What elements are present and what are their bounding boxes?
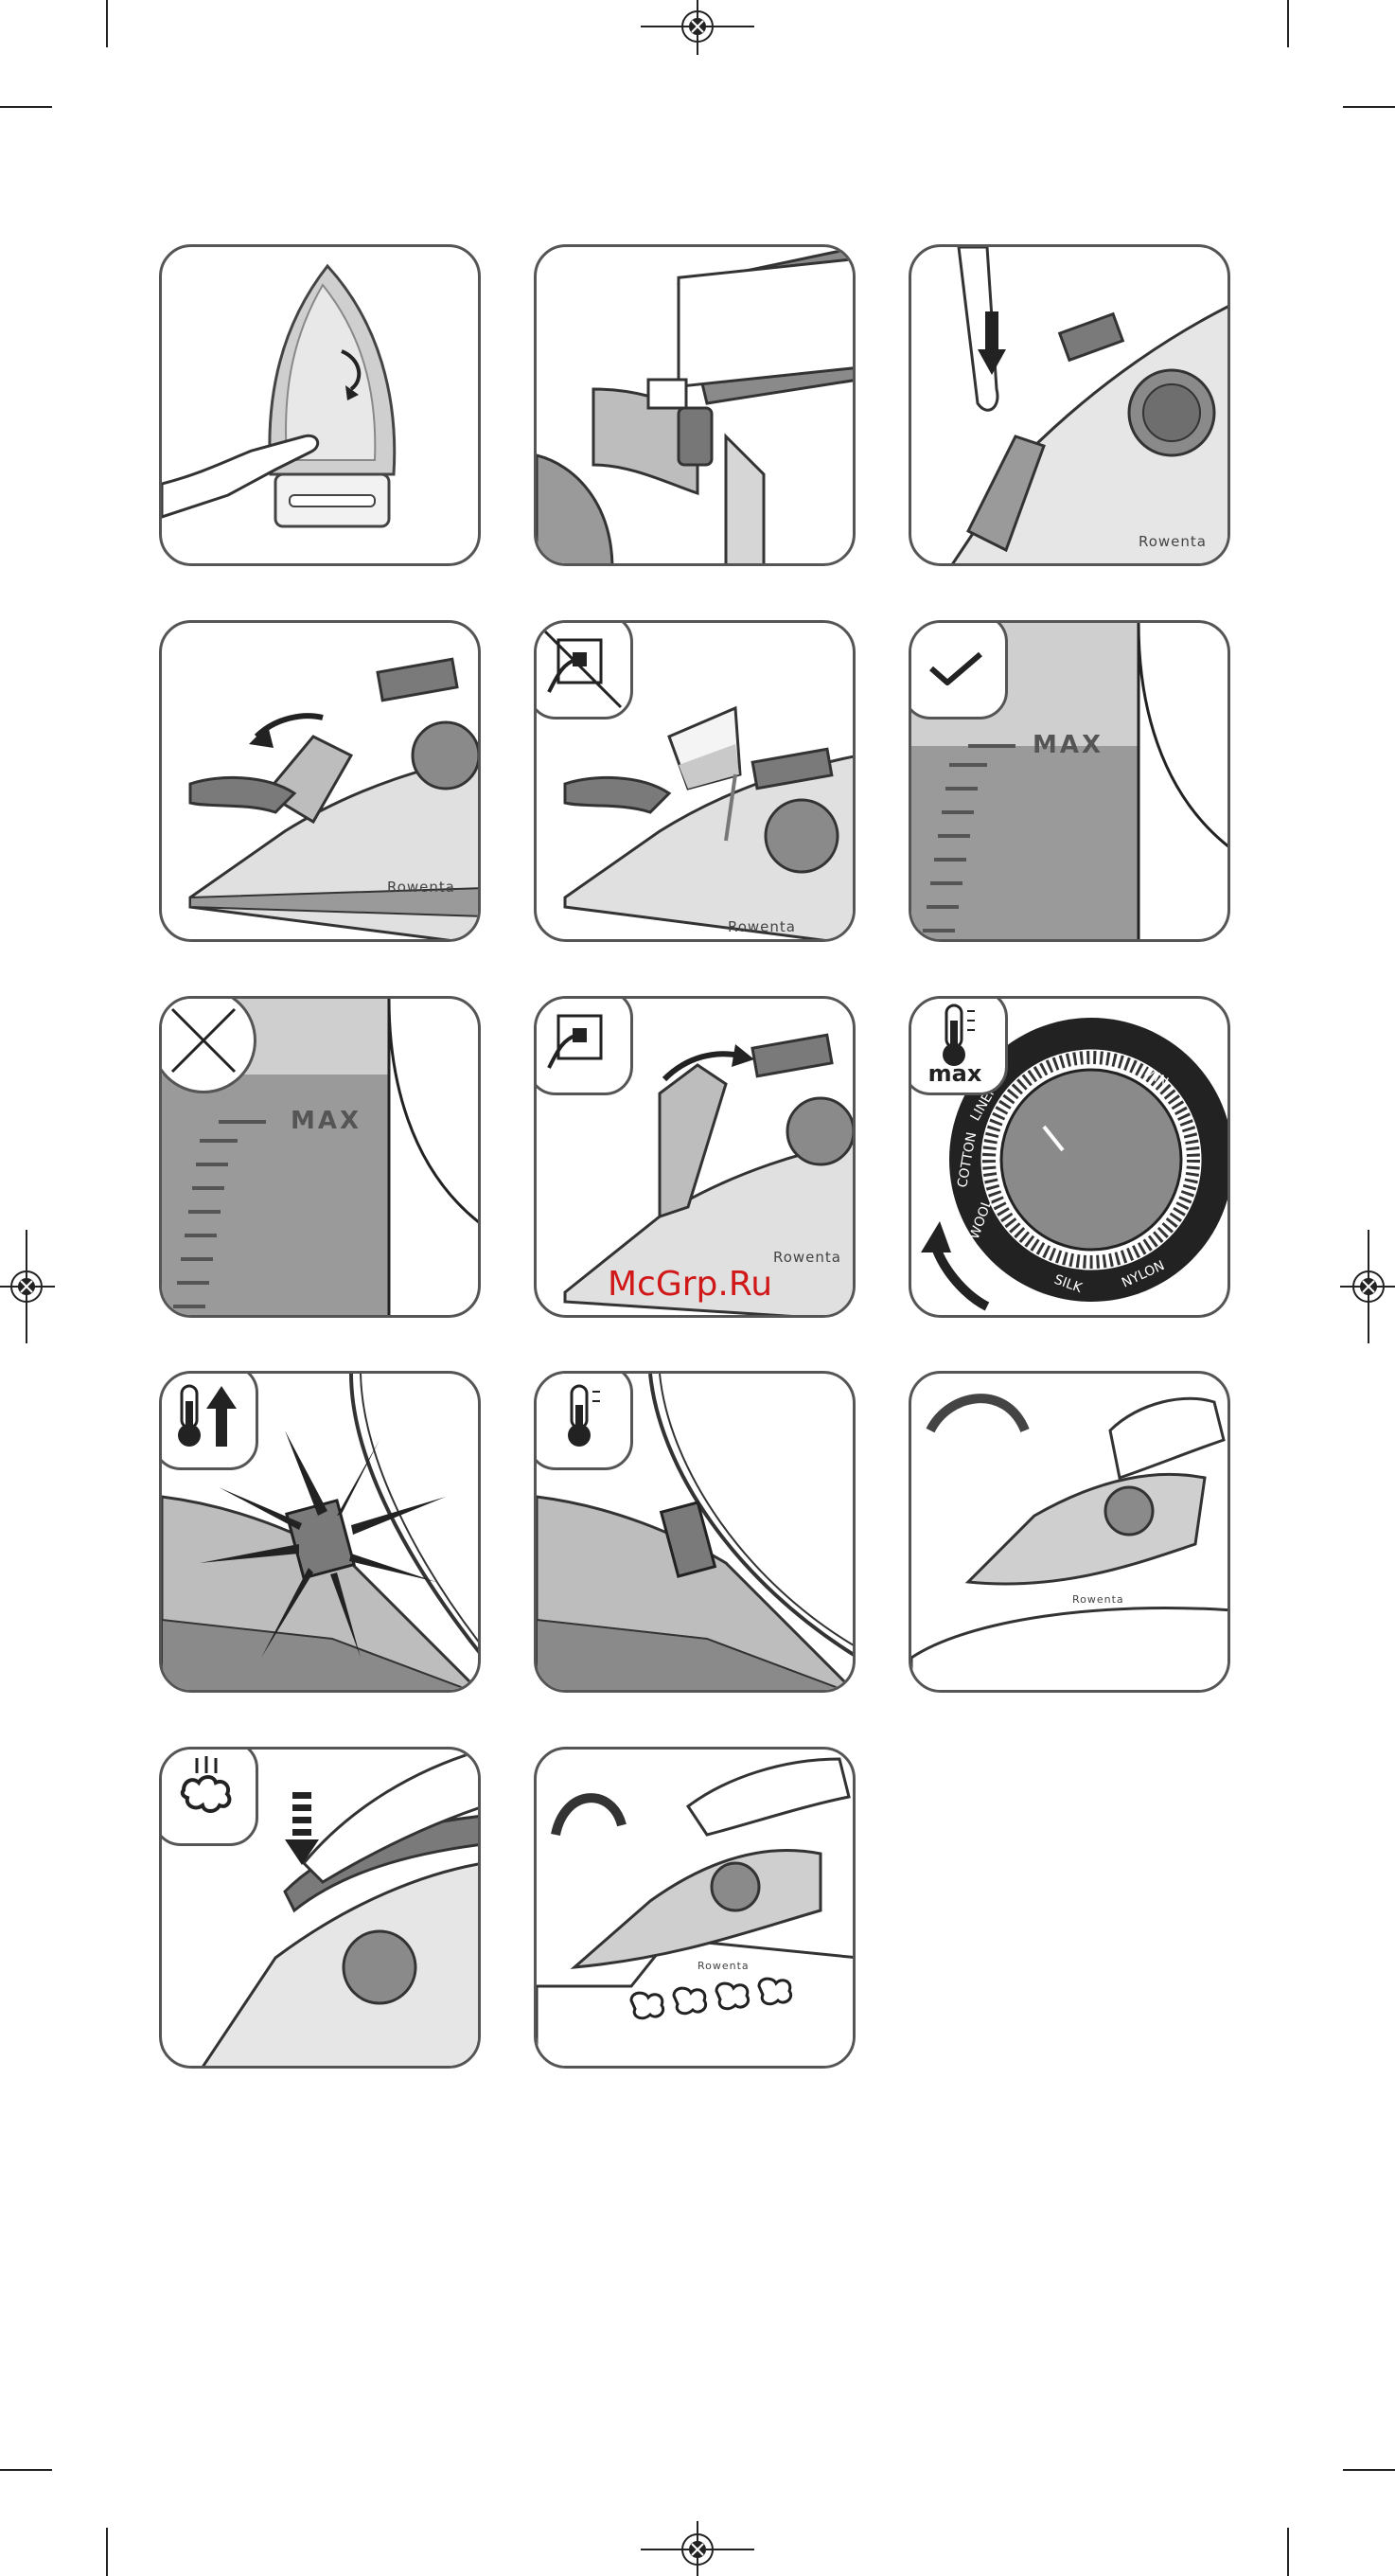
registration-mark-bottom: [641, 2519, 754, 2576]
step-panel-11-light-off: [534, 1371, 856, 1693]
step-panel-2-control-panel: [534, 244, 856, 566]
brand-label: Rowenta: [387, 879, 455, 896]
unplugged-badge: [534, 620, 633, 720]
plug-icon: [534, 996, 630, 1093]
iron-steam-output-illustration: [537, 1750, 856, 2069]
step-panel-12-ironing: Rowenta: [909, 1371, 1230, 1693]
step-panel-1-remove-label: [159, 244, 481, 566]
step-panel-3-press-filler-cap: Rowenta: [909, 244, 1230, 566]
heating-badge: [159, 1371, 258, 1470]
checkmark-icon: [909, 620, 1005, 717]
crop-mark: [1343, 106, 1395, 108]
crop-mark: [0, 106, 52, 108]
registration-mark-right: [1338, 1230, 1395, 1343]
iron-filling-cap-illustration: [911, 247, 1230, 566]
thermometer-icon: [534, 1371, 630, 1467]
max-level-label: MAX: [1033, 731, 1104, 759]
max-temp-label: max: [909, 1060, 1005, 1087]
crop-mark: [106, 2528, 108, 2576]
step-panel-10-light-on: [159, 1371, 481, 1693]
registration-mark-left: [0, 1230, 57, 1343]
step-panel-14-steam-output: Rowenta: [534, 1747, 856, 2069]
max-level-label: MAX: [291, 1107, 362, 1135]
step-panel-4-open-cap: Rowenta: [159, 620, 481, 942]
iron-control-panel-illustration: [537, 247, 856, 566]
crop-mark: [106, 0, 108, 47]
check-badge: [909, 620, 1008, 720]
max-temp-badge: max: [909, 996, 1008, 1095]
cross-badge: [159, 996, 256, 1093]
plugged-badge: [534, 996, 633, 1095]
brand-label: Rowenta: [728, 918, 796, 935]
step-panel-5-fill-unplugged: Rowenta: [534, 620, 856, 942]
steam-badge: [159, 1747, 258, 1846]
thermometer-up-icon: [159, 1371, 256, 1467]
step-panel-7-overfill-wrong: MAX: [159, 996, 481, 1318]
crop-mark: [0, 2469, 52, 2471]
registration-mark-top: [641, 0, 754, 57]
cross-icon: [159, 996, 254, 1091]
ready-badge: [534, 1371, 633, 1470]
step-panel-6-correct-max-level: MAX: [909, 620, 1230, 942]
iron-on-board-illustration: [911, 1374, 1230, 1693]
iron-soleplate-illustration: [162, 247, 481, 566]
step-panel-13-steam-trigger: [159, 1747, 481, 2069]
plug-crossed-icon: [534, 620, 630, 717]
crop-mark: [1287, 2528, 1289, 2576]
brand-label: Rowenta: [1139, 533, 1207, 550]
crop-mark: [1343, 2469, 1395, 2471]
crop-mark: [1287, 0, 1289, 47]
step-panel-9-temperature-dial: MIN NYLON SILK WOOL COTTON LINEN max: [909, 996, 1230, 1318]
watermark: McGrp.Ru: [608, 1265, 772, 1304]
brand-label: Rowenta: [1072, 1593, 1124, 1606]
brand-label: Rowenta: [698, 1960, 750, 1972]
steam-icon: [159, 1747, 256, 1843]
brand-label: Rowenta: [773, 1249, 841, 1266]
